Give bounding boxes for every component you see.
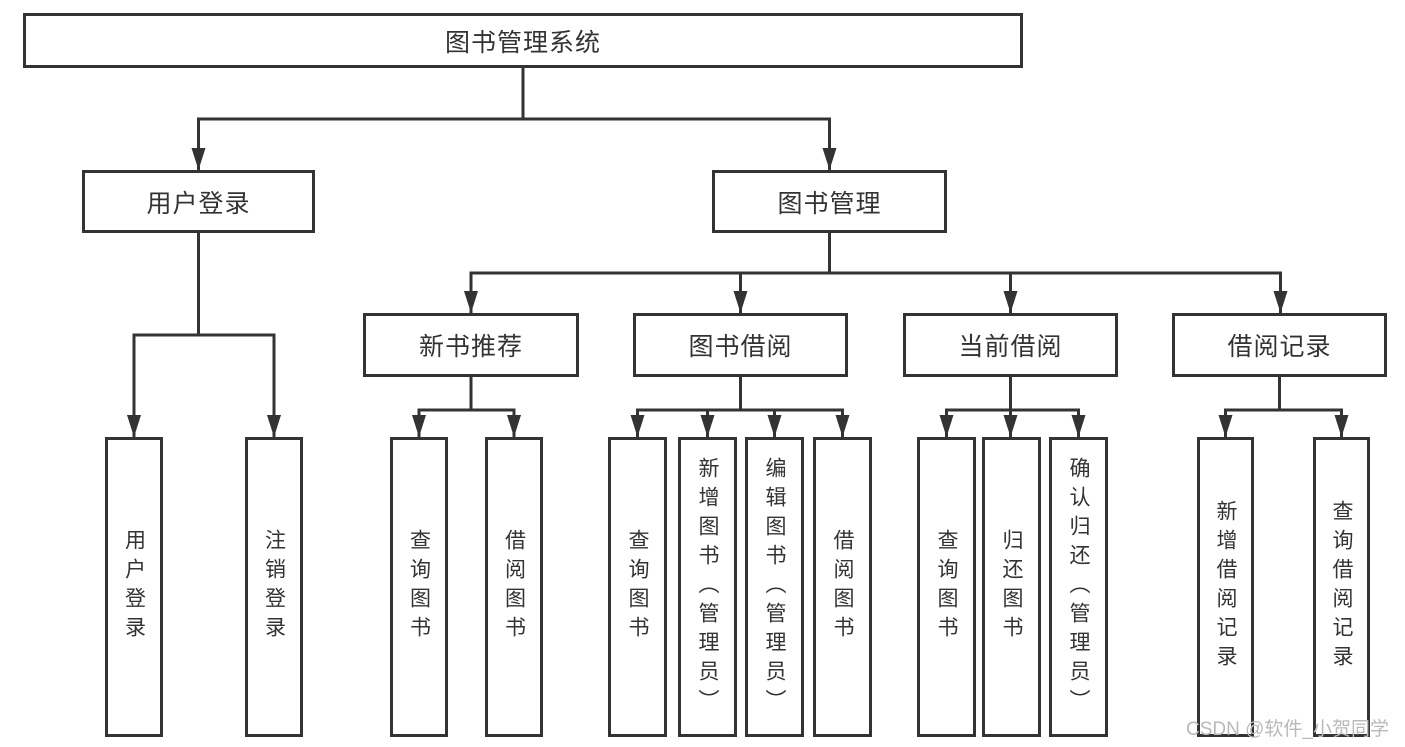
node-user-login: 用户登录: [82, 170, 315, 233]
node-label: 用户登录: [146, 189, 251, 218]
node-label: 图书管理: [777, 189, 882, 218]
leaf-borrow-query-books: 查询图书: [608, 437, 667, 737]
watermark: CSDN @软件_小贺同学: [1186, 719, 1389, 740]
node-label: 查询图书: [626, 529, 649, 645]
node-label: 归还图书: [1000, 529, 1023, 645]
node-label: 注销登录: [262, 529, 286, 645]
node-label: 图书借阅: [688, 333, 793, 361]
node-label: 借阅图书: [831, 529, 854, 645]
leaf-current-query-books: 查询图书: [917, 437, 976, 737]
leaf-current-return-books: 归还图书: [982, 437, 1041, 737]
leaf-current-confirm-return-admin: 确认归还（管理员）: [1049, 437, 1108, 737]
leaf-user-login: 用户登录: [105, 437, 163, 737]
connector-borrow-records-children: [1218, 377, 1349, 437]
node-book-borrow: 图书借阅: [633, 313, 848, 377]
node-label: 借阅记录: [1227, 333, 1332, 361]
leaf-records-add-record: 新增借阅记录: [1197, 437, 1254, 737]
leaf-recommend-query-books: 查询图书: [390, 437, 448, 737]
node-new-book-recommend: 新书推荐: [363, 313, 579, 377]
node-current-borrow: 当前借阅: [903, 313, 1118, 377]
node-label: 查询图书: [407, 529, 431, 645]
connector-book-management-children: [464, 233, 1288, 313]
leaf-records-query-record: 查询借阅记录: [1313, 437, 1370, 737]
node-label: 新书推荐: [418, 333, 523, 361]
node-label: 借阅图书: [502, 529, 526, 645]
node-label: 编辑图书（管理员）: [763, 456, 786, 718]
node-label: 图书管理系统: [444, 28, 601, 57]
node-book-management: 图书管理: [712, 170, 947, 233]
leaf-borrow-borrow-books: 借阅图书: [813, 437, 872, 737]
connector-user-login-children: [127, 233, 281, 437]
leaf-logout: 注销登录: [245, 437, 303, 737]
connector-book-borrow-children: [630, 377, 850, 437]
node-label: 新增图书（管理员）: [696, 456, 719, 718]
node-label: 新增借阅记录: [1214, 500, 1237, 674]
node-label: 确认归还（管理员）: [1067, 456, 1090, 718]
leaf-borrow-edit-books-admin: 编辑图书（管理员）: [745, 437, 804, 737]
connector-current-borrow-children: [939, 377, 1086, 437]
connector-new-book-children: [412, 377, 521, 437]
leaf-borrow-add-books-admin: 新增图书（管理员）: [678, 437, 737, 737]
node-borrow-records: 借阅记录: [1172, 313, 1387, 377]
node-label: 用户登录: [122, 529, 146, 645]
connector-root-to-level2: [191, 68, 837, 170]
node-label: 当前借阅: [958, 333, 1063, 361]
leaf-recommend-borrow-books: 借阅图书: [485, 437, 543, 737]
node-label: 查询借阅记录: [1330, 500, 1353, 674]
node-label: 查询图书: [935, 529, 958, 645]
node-library-management-system: 图书管理系统: [23, 13, 1023, 68]
